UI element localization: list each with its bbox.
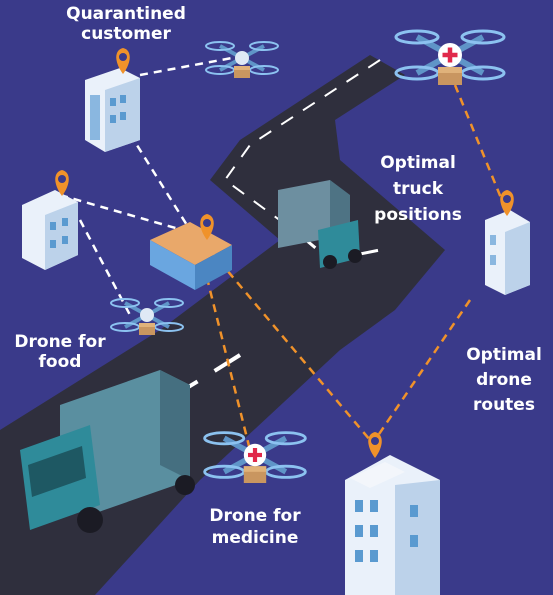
building-left	[22, 190, 78, 270]
label-quarantined-customer: Quarantined customer	[66, 4, 186, 44]
orange-routes	[198, 84, 512, 451]
building-quarantined	[85, 68, 140, 152]
label-drone-for-food: Drone for food	[14, 332, 106, 372]
building-big	[345, 455, 440, 595]
drone-icon	[205, 433, 306, 483]
truck-icon	[278, 180, 362, 269]
map-pin-icon	[368, 432, 382, 458]
warehouse	[150, 222, 232, 290]
label-optimal-drone-routes: Optimal drone routes	[466, 345, 542, 415]
drone-icon	[396, 31, 504, 85]
truck-icon	[20, 370, 195, 533]
drone-icon	[204, 40, 280, 80]
label-drone-for-medicine: Drone for medicine	[209, 506, 301, 548]
building-right	[485, 210, 530, 295]
label-optimal-truck-positions: Optimal truck positions	[374, 153, 462, 225]
